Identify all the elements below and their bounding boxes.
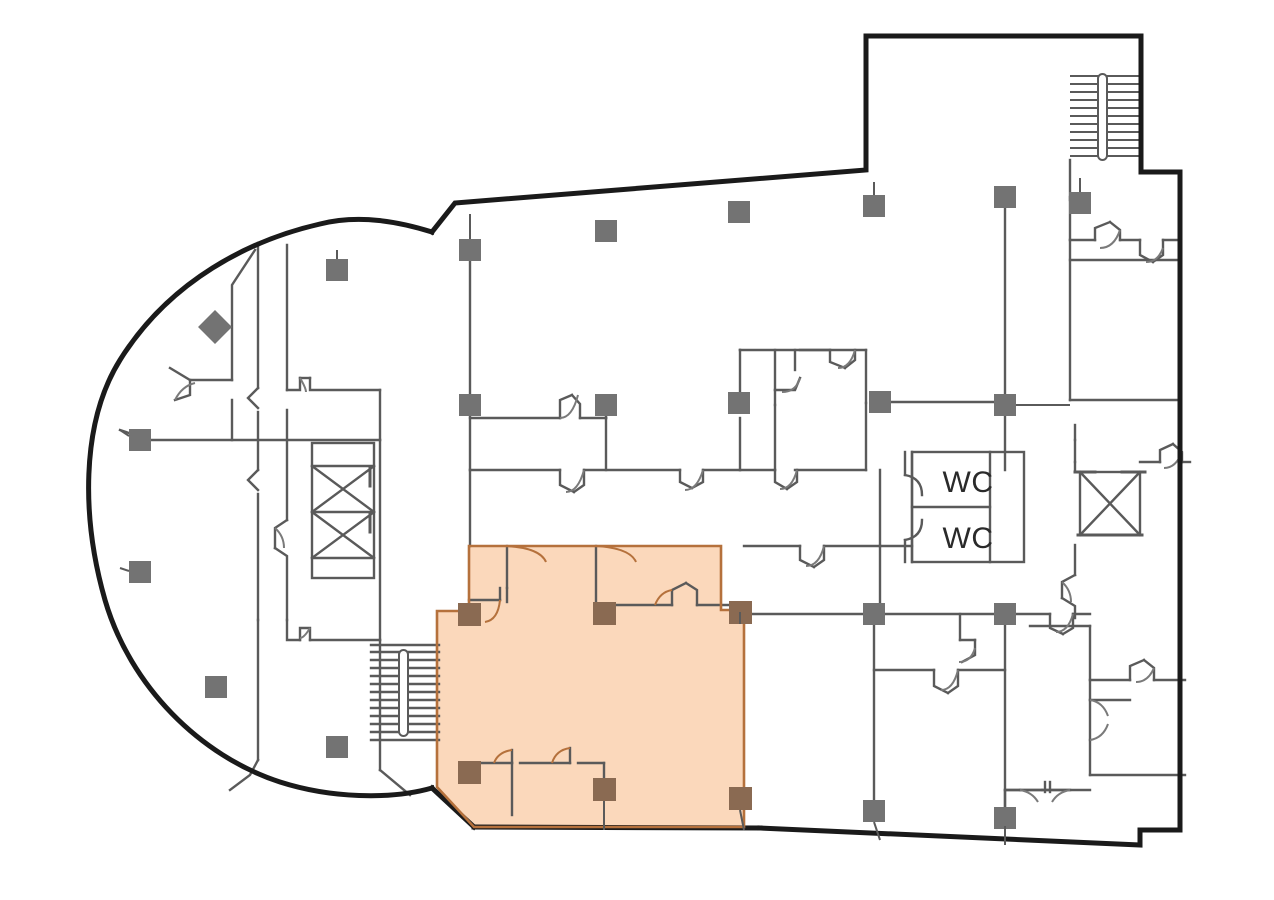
wc-label-lower: WC xyxy=(943,522,994,555)
stairs-upper-right xyxy=(1070,73,1141,161)
diamond-column xyxy=(198,310,232,344)
wc-label-upper: WC xyxy=(943,466,994,499)
highlighted-unit-outline xyxy=(435,544,746,829)
column-tie-lines xyxy=(119,178,1081,845)
highlighted-unit-fill xyxy=(437,546,744,827)
highlighted-unit[interactable] xyxy=(437,546,744,827)
structural-columns-gray xyxy=(129,186,1091,829)
interior-walls xyxy=(118,158,1192,820)
